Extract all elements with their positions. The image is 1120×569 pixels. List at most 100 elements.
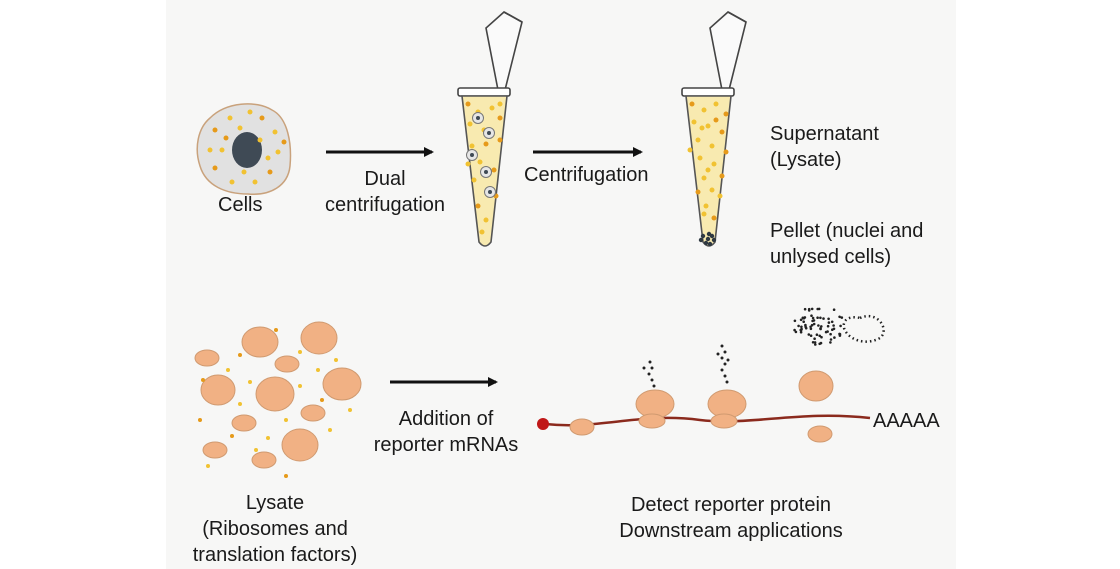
poly-a-label: AAAAA	[873, 410, 940, 432]
factor-dot	[201, 378, 205, 382]
protein-dot	[807, 307, 811, 311]
protein-dot	[810, 314, 813, 318]
granule-dot	[719, 129, 725, 135]
protein-dot	[794, 330, 798, 334]
protein-dot	[809, 327, 813, 331]
protein-dot	[800, 327, 803, 331]
granule-dot	[257, 137, 263, 143]
factor-dot	[328, 428, 332, 432]
tube-with-cells-icon	[457, 11, 523, 247]
peptide-dot	[723, 362, 727, 366]
protein-dot	[811, 319, 814, 323]
granule-dot	[701, 211, 707, 217]
granule-dot	[687, 147, 693, 153]
pellet-dot	[711, 237, 717, 243]
granule-dot	[465, 161, 471, 167]
peptide-dot	[652, 384, 656, 388]
granule-dot	[709, 187, 715, 193]
granule-dot	[265, 155, 271, 161]
factor-dot	[230, 434, 234, 438]
protein-dot	[822, 317, 825, 320]
granule-dot	[467, 121, 473, 127]
protein-dot	[833, 336, 836, 339]
pellet-dot	[705, 236, 711, 242]
ribosome-icon	[300, 321, 338, 355]
protein-dot	[819, 341, 823, 345]
ribosome-icon	[202, 441, 228, 459]
granule-dot	[497, 115, 503, 121]
peptide-dot	[648, 360, 652, 364]
granule-dot	[237, 125, 243, 131]
protein-dot	[838, 315, 841, 319]
protein-dot	[820, 325, 823, 328]
peptide-dot	[723, 374, 727, 378]
translation-icon	[537, 307, 885, 443]
granule-dot	[212, 127, 218, 133]
subunit-icon	[798, 370, 834, 402]
granule-dot	[497, 137, 503, 143]
addition-label: Addition of reporter mRNAs	[373, 408, 519, 456]
cell-nucleus-dot	[487, 131, 491, 135]
granule-dot	[723, 111, 729, 117]
granule-dot	[713, 101, 719, 107]
granule-dot	[272, 129, 278, 135]
granule-dot	[717, 193, 723, 199]
granule-dot	[695, 137, 701, 143]
ribosome-icon	[300, 404, 326, 422]
granule-dot	[281, 139, 287, 145]
granule-dot	[483, 217, 489, 223]
granule-dot	[247, 109, 253, 115]
protein-dot	[829, 341, 832, 344]
protein-dot	[818, 334, 821, 338]
protein-dot	[799, 318, 803, 322]
factor-dot	[316, 368, 320, 372]
factor-dot	[206, 464, 210, 468]
ribosome-icon	[274, 355, 300, 373]
lysate-label: Lysate (Ribosomes and translation factor…	[192, 492, 358, 566]
granule-dot	[241, 169, 247, 175]
granule-dot	[477, 159, 483, 165]
protein-dot	[832, 324, 835, 327]
granule-dot	[689, 101, 695, 107]
ribosome-icon	[200, 374, 236, 406]
pellet-dot	[703, 240, 709, 246]
factor-dot	[320, 398, 324, 402]
ribosome-icon	[281, 428, 319, 462]
peptide-dot	[650, 378, 654, 382]
figure-panel	[166, 0, 956, 569]
peptide-dot	[723, 350, 727, 354]
granule-dot	[465, 101, 471, 107]
factor-dot	[238, 402, 242, 406]
protein-dot	[803, 307, 807, 311]
cell-nucleus-dot	[476, 116, 480, 120]
cell-icon	[196, 103, 292, 195]
dual-centrifugation-label: Dual centrifugation	[324, 168, 446, 216]
protein-dot	[801, 316, 805, 320]
granule-dot	[719, 173, 725, 179]
protein-dot	[827, 317, 830, 321]
granule-dot	[703, 203, 709, 209]
pellet-dot	[698, 237, 704, 243]
granule-dot	[469, 143, 475, 149]
cells-label: Cells	[218, 194, 263, 216]
protein-dot	[799, 330, 803, 334]
granule-dot	[497, 101, 503, 107]
nucleus-icon	[232, 132, 262, 168]
factor-dot	[248, 380, 252, 384]
protein-dot	[826, 324, 830, 328]
ribosome-icon	[241, 326, 279, 358]
protein-dot	[817, 324, 820, 327]
protein-dot	[827, 321, 831, 324]
nascent-peptide-icon	[642, 344, 730, 388]
protein-dot	[802, 320, 805, 324]
protein-dot	[810, 323, 814, 327]
ribosome-icon	[635, 389, 675, 429]
granule-dot	[489, 105, 495, 111]
peptide-dot	[720, 344, 724, 348]
granule-dot	[705, 167, 711, 173]
granule-dot	[275, 149, 281, 155]
granule-dot	[259, 115, 265, 121]
granule-dot	[701, 175, 707, 181]
protein-dot	[816, 316, 819, 320]
